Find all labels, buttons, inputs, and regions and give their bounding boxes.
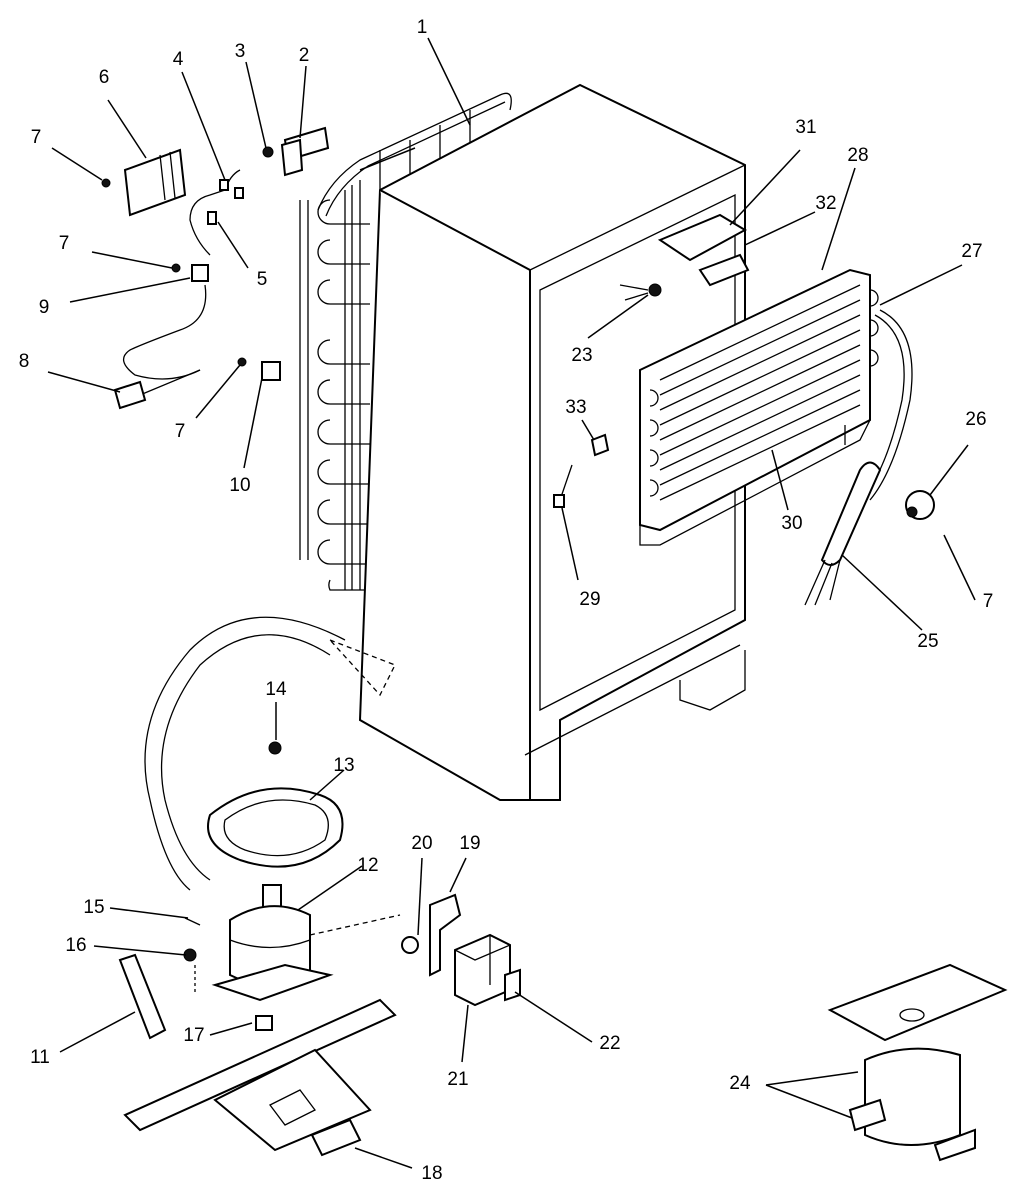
evaporator xyxy=(639,268,879,546)
label-12: 12 xyxy=(357,855,378,876)
label-2: 2 xyxy=(299,45,310,66)
label-19: 19 xyxy=(459,833,480,854)
label-4: 4 xyxy=(173,49,184,70)
part-19-20-relay-overload xyxy=(309,893,462,977)
part-labels: 1 2 3 4 5 6 7 7 7 7 8 9 10 11 12 13 14 1… xyxy=(19,17,994,1184)
part-11-drier xyxy=(118,953,167,1040)
label-28: 28 xyxy=(847,145,868,166)
label-16: 16 xyxy=(65,935,86,956)
part-33-clip xyxy=(590,433,610,457)
label-13: 13 xyxy=(333,755,354,776)
label-7-c: 7 xyxy=(175,421,186,442)
part-3-screw xyxy=(262,146,274,158)
label-15: 15 xyxy=(83,897,104,918)
part-18-base-rail xyxy=(123,998,397,1157)
label-7-b: 7 xyxy=(59,233,70,254)
part-12-compressor xyxy=(211,884,334,1002)
part-24-compressor xyxy=(827,963,1008,1162)
part-26-fan xyxy=(905,490,935,520)
part-8-power-cord xyxy=(113,284,207,410)
condenser-coil xyxy=(299,92,512,591)
part-6-cover xyxy=(101,148,187,217)
part-31-32-light-housing xyxy=(657,213,750,287)
label-26: 26 xyxy=(965,409,986,430)
label-7-a: 7 xyxy=(31,127,42,148)
part-23-lamp xyxy=(619,283,662,301)
label-7-d: 7 xyxy=(983,591,994,612)
leader-lines xyxy=(47,37,976,1169)
label-20: 20 xyxy=(411,833,432,854)
label-24: 24 xyxy=(729,1073,751,1094)
label-23: 23 xyxy=(571,345,592,366)
part-29-tube xyxy=(553,464,573,508)
label-17: 17 xyxy=(183,1025,204,1046)
label-9: 9 xyxy=(39,297,50,318)
part-4-5-wires xyxy=(189,169,244,256)
label-33: 33 xyxy=(565,397,586,418)
part-21-22-capacitor xyxy=(454,933,521,1007)
label-10: 10 xyxy=(229,475,250,496)
label-30: 30 xyxy=(781,513,802,534)
label-22: 22 xyxy=(599,1033,620,1054)
label-11: 11 xyxy=(30,1047,50,1068)
cabinet xyxy=(358,83,746,801)
part-14-grommet xyxy=(268,741,282,755)
label-3: 3 xyxy=(235,41,246,62)
label-32: 32 xyxy=(815,193,836,214)
label-21: 21 xyxy=(447,1069,468,1090)
part-15-16-17-hardware xyxy=(183,917,273,1031)
label-14: 14 xyxy=(265,679,287,700)
part-10-switch xyxy=(237,357,281,381)
label-18: 18 xyxy=(421,1163,442,1184)
label-27: 27 xyxy=(961,241,982,262)
capillary-tube xyxy=(804,309,913,606)
part-13-drain-pan xyxy=(207,787,344,868)
label-31: 31 xyxy=(795,117,816,138)
label-5: 5 xyxy=(257,269,268,290)
label-6: 6 xyxy=(99,67,110,88)
label-8: 8 xyxy=(19,351,30,372)
part-9-relay xyxy=(171,263,209,282)
label-29: 29 xyxy=(579,589,600,610)
label-25: 25 xyxy=(917,631,938,652)
part-2-bracket xyxy=(280,126,330,177)
drain-hose xyxy=(144,616,346,891)
label-1: 1 xyxy=(417,17,428,38)
